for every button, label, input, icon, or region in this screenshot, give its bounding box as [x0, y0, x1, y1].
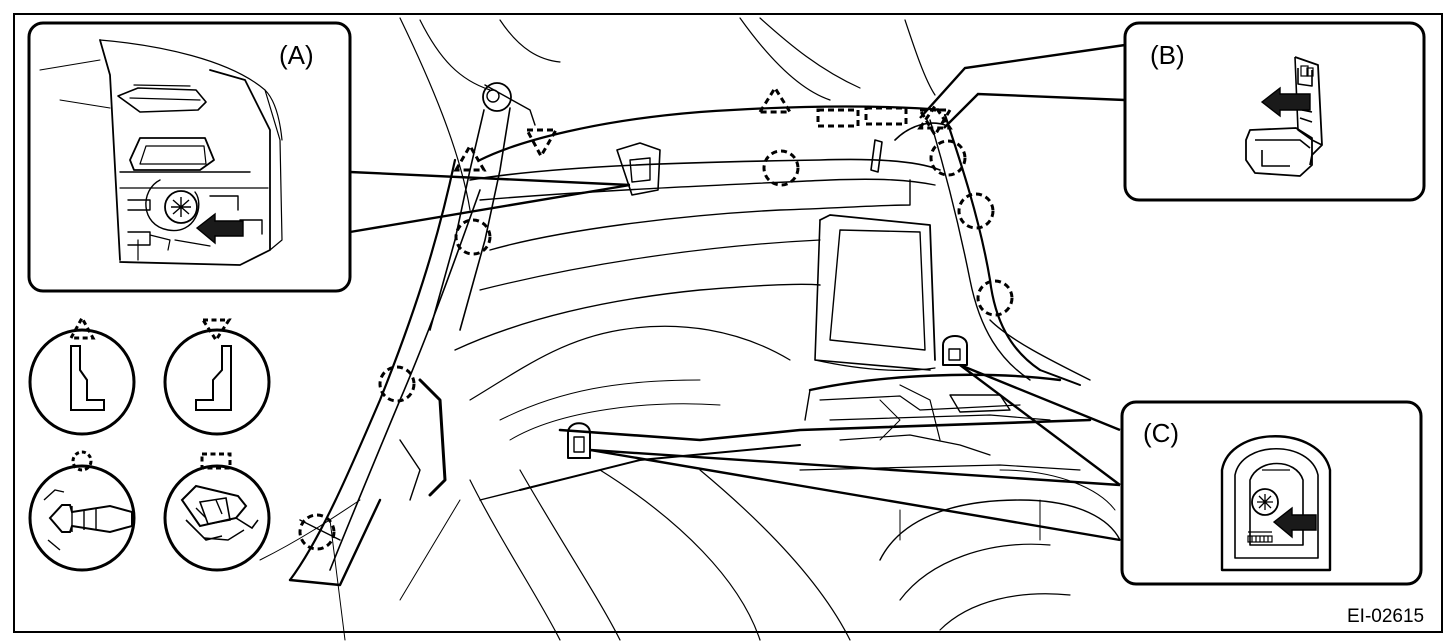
leader-lines [349, 43, 1126, 542]
arrow-icon [1260, 86, 1311, 118]
reference-code: EI-02615 [1347, 606, 1425, 627]
leader-line-a-upper [349, 170, 631, 187]
rectangle-clip-marker [864, 106, 908, 126]
leader-line-a-lower [349, 183, 631, 234]
screw-icon [1251, 488, 1279, 516]
leader-line-c-lower [589, 448, 1121, 542]
arrow-icon [1272, 506, 1317, 539]
legend-rectangle-clip [163, 452, 271, 572]
callout-label-a: (A) [279, 40, 314, 70]
leader-line-c-upper [959, 363, 1121, 432]
metal-clip-icon [180, 484, 248, 528]
clip-markers [298, 85, 1014, 551]
dashed-inverted-triangle-icon [200, 318, 232, 343]
legend-circle-clip [28, 450, 136, 572]
legend-triangle-clip [28, 314, 136, 436]
leader-line-c-mid [959, 364, 1121, 486]
callout-box-a [27, 21, 352, 293]
triangle-clip-marker [453, 143, 487, 172]
circle-clip-marker [929, 139, 967, 177]
outer-frame [13, 13, 1443, 633]
callout-box-b [1123, 21, 1426, 202]
legend-inverted-triangle-clip [163, 318, 271, 436]
callout-box-c [1120, 400, 1423, 586]
callout-label-b: (B) [1150, 40, 1185, 70]
inverted-triangle-clip-marker [917, 108, 953, 138]
vehicle-interior-illustration [259, 17, 1121, 641]
circle-clip-marker [976, 279, 1014, 317]
scale-markings [1247, 535, 1273, 543]
leader-line-b-upper [919, 43, 1126, 119]
triangle-clip-marker [917, 103, 953, 130]
circle-clip-marker [957, 192, 995, 230]
dashed-triangle-icon [68, 314, 96, 340]
circle-clip-marker [454, 218, 492, 256]
triangle-clip-marker [757, 85, 793, 114]
callout-label-c: (C) [1143, 418, 1180, 448]
arrow-icon [195, 212, 244, 245]
dashed-circle-icon [71, 450, 93, 472]
clip-lock-icon [1300, 65, 1314, 77]
circle-clip-marker [378, 365, 416, 403]
circle-clip-marker [762, 149, 800, 187]
inverted-triangle-clip-marker [524, 128, 559, 160]
leader-line-c-mid2 [589, 448, 1121, 487]
dashed-rectangle-icon [200, 452, 232, 470]
leader-line-b-lower [943, 92, 1126, 129]
screw-icon [164, 190, 198, 224]
rectangle-clip-marker [816, 108, 860, 128]
push-clip-icon [48, 504, 133, 534]
circle-clip-marker [298, 513, 336, 551]
